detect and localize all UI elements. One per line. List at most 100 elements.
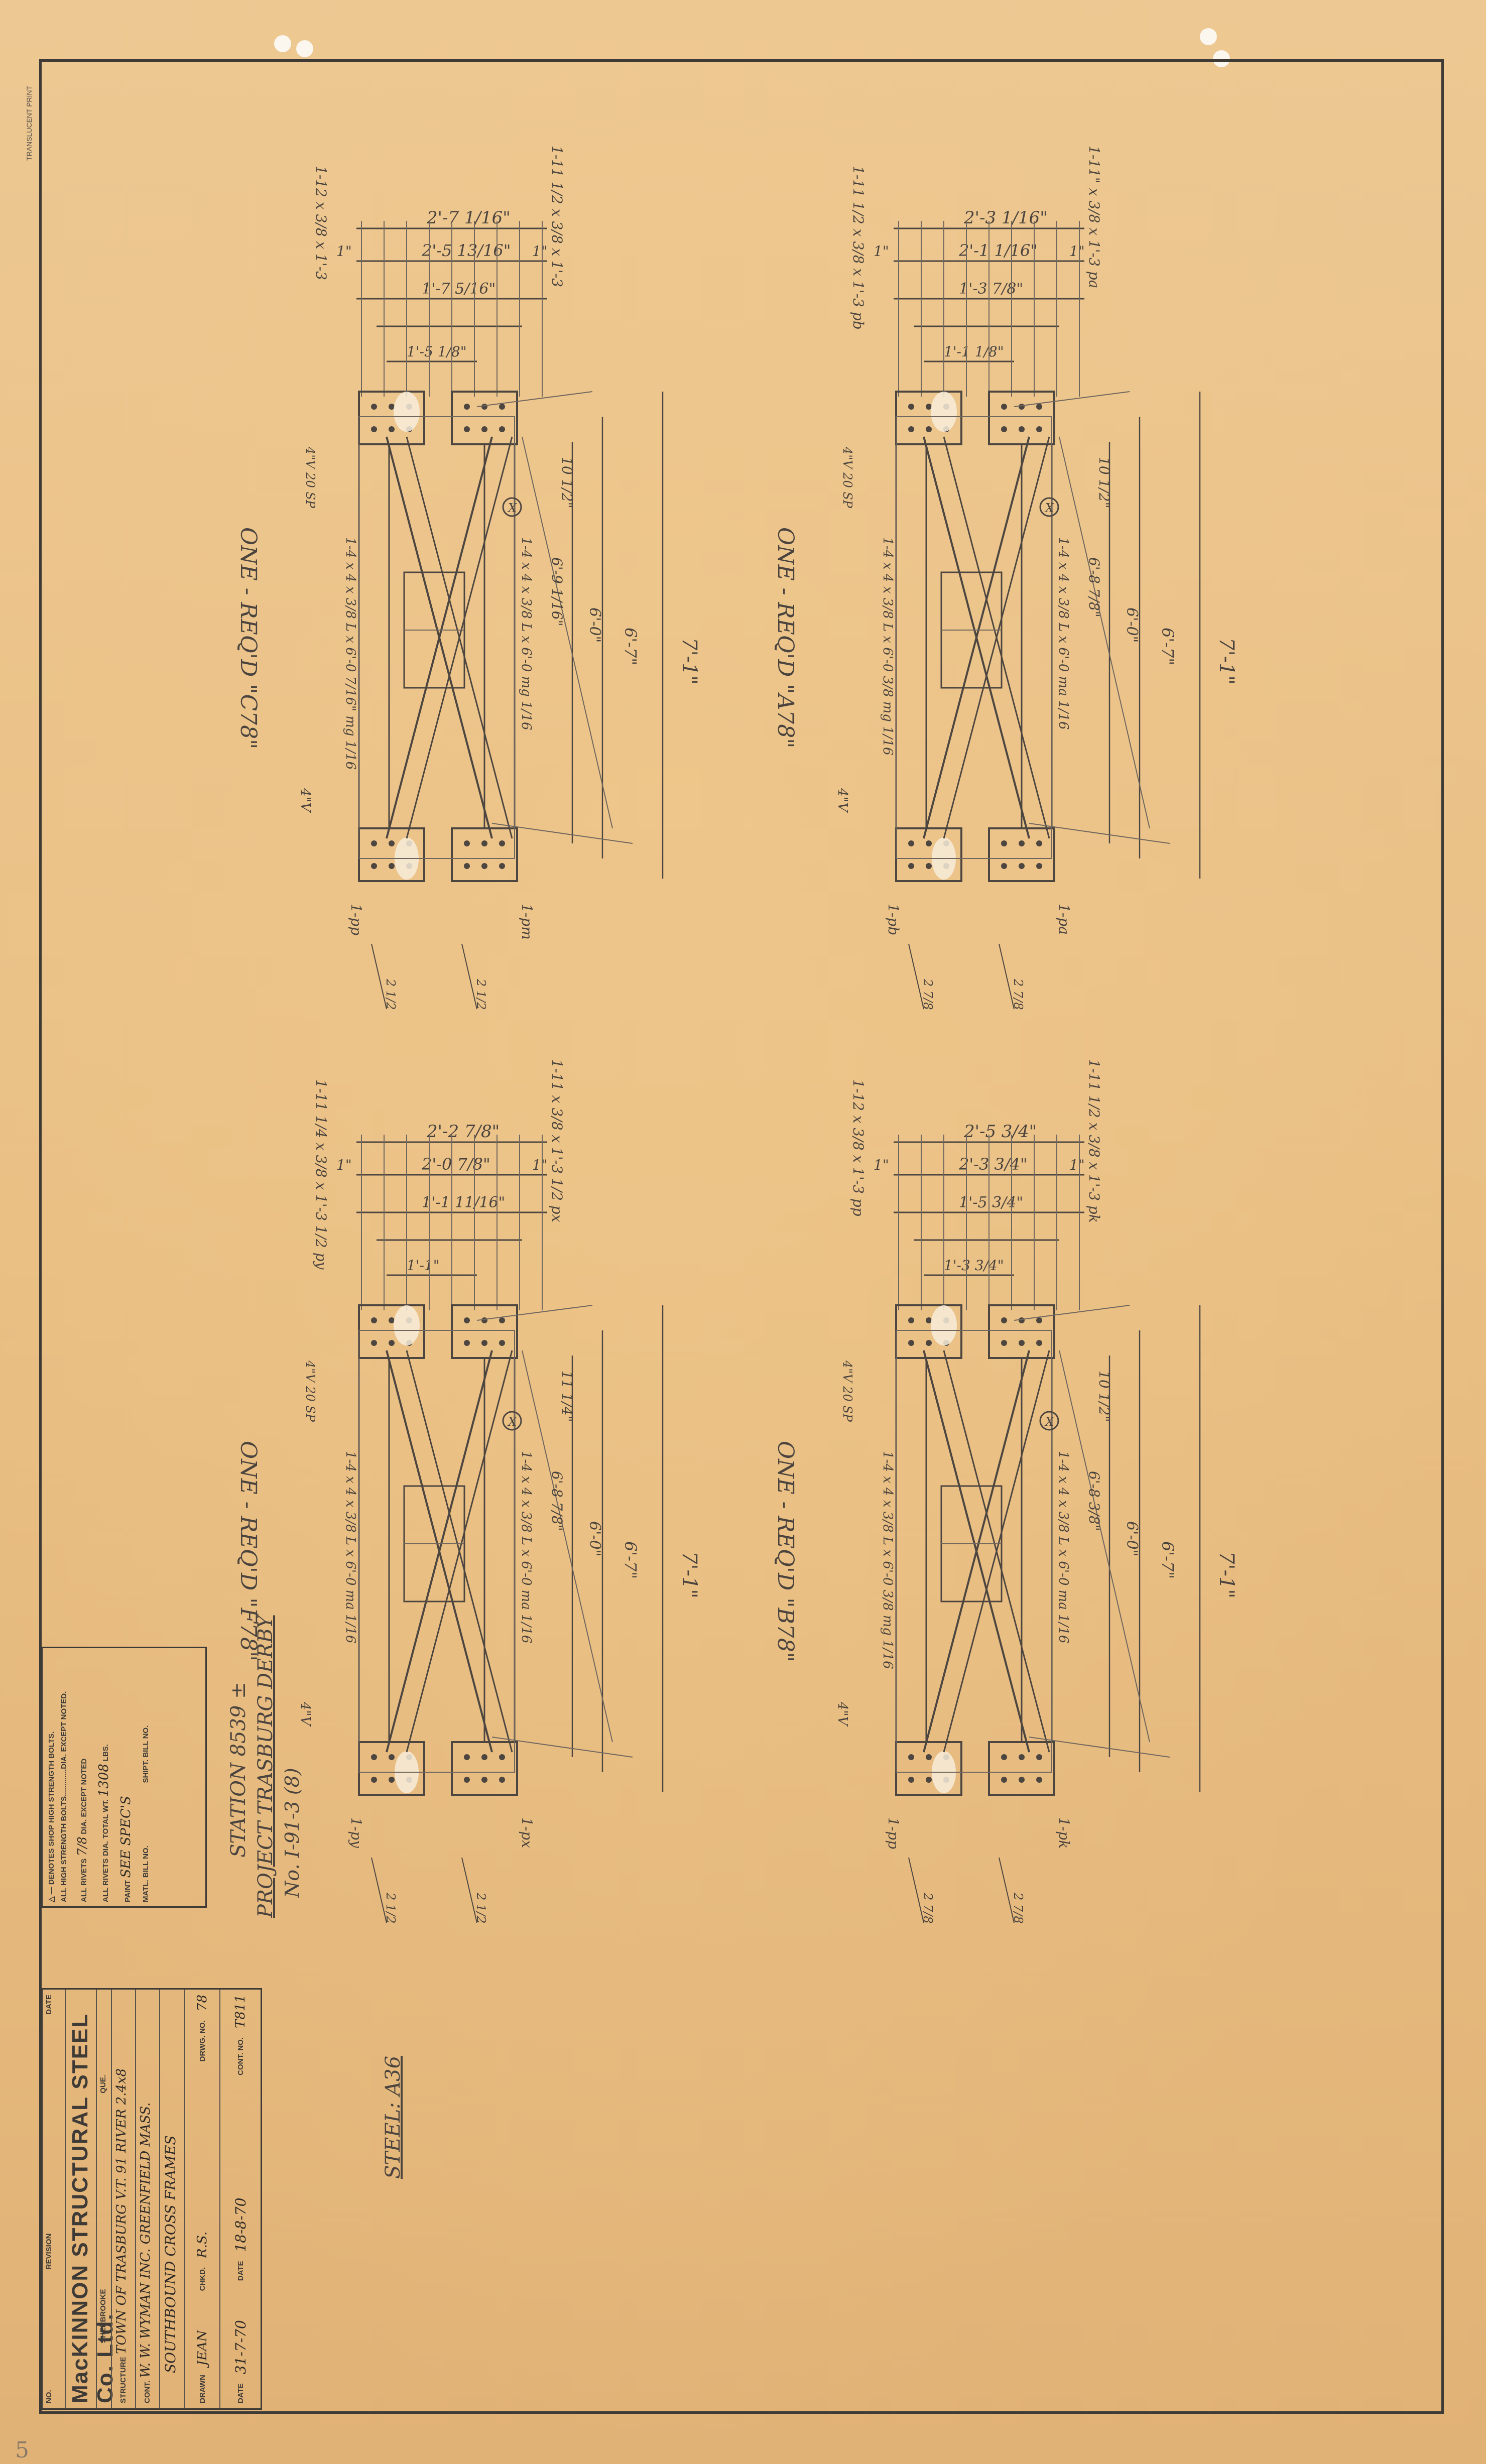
dim-height-c: 6'-8 3/8" [1086, 1471, 1102, 1531]
note-total-wt-value: 1308 [96, 1764, 111, 1797]
callout-left-top: 1-11 1/4 x 3/8 x 1'-3 1/2 py [313, 1079, 329, 1270]
dim-inner: 2'-1 1/16" [958, 241, 1038, 260]
dim-edge-right: 1" [1069, 1157, 1085, 1173]
chkd-label: CHKD. [198, 2267, 207, 2291]
dim-height-b: 6'-0" [586, 607, 603, 643]
frame-label: ONE - REQ'D "F78" [235, 1441, 261, 1661]
callout-left-top: 1-12 x 3/8 x 1'-3 [313, 166, 329, 280]
dim-total-height: 7'-1" [678, 638, 701, 685]
note-rivets2-dia: DIA. [101, 1841, 110, 1857]
punch-hole [1200, 28, 1217, 45]
frame-label: ONE - REQ'D "C78" [235, 527, 261, 749]
callout-right-top: 1-11 1/2 x 3/8 x 1'-3 pk [1086, 1059, 1102, 1223]
dim-height-d: 10 1/2" [1096, 457, 1112, 508]
contno-value: T811 [233, 1995, 248, 2028]
callout-left-top: 1-12 x 3/8 x 1'-3 pp [850, 1079, 866, 1216]
dim-overall: 2'-5 3/4" [963, 1122, 1037, 1142]
weld-marker: X [1044, 1415, 1054, 1429]
dim-height-d: 10 1/2" [1096, 1371, 1112, 1422]
dim-center: 1'-5 1/8" [407, 343, 467, 360]
note-total-wt-label: TOTAL WT. [101, 1799, 110, 1839]
note-paint-value: SEE SPEC'S [118, 1796, 134, 1878]
structure-value: TOWN OF TRASBURG V.T. 91 RIVER 2.4x8 [114, 2068, 129, 2354]
dim-inner: 2'-3 3/4" [958, 1155, 1028, 1174]
bolt-note: 4"V [835, 1701, 850, 1727]
note-total-wt-unit: LBS. [101, 1744, 110, 1762]
note-rivets-value: 7/8 [75, 1836, 89, 1857]
subject: SOUTHBOUND CROSS FRAMES [162, 2135, 179, 2373]
dim-height-d: 10 1/2" [559, 457, 575, 508]
cont-label: CONT. [143, 2381, 152, 2403]
tb-date-label: DATE [45, 1995, 53, 2015]
cross-frame-c78: 2'-7 1/16"2'-5 13/16"1"1"1'-7 5/16"1'-5 … [235, 146, 701, 1010]
callout-right-top: 1-11 x 3/8 x 1'-3 1/2 px [549, 1059, 565, 1222]
bolt-note: 4"V [298, 788, 313, 813]
drwg-value: 78 [195, 1995, 210, 2012]
dim-height-c: 6'-9 1/16" [549, 557, 565, 626]
dim-edge-right: 1" [1069, 243, 1085, 260]
dim-total-height: 7'-1" [678, 1551, 701, 1598]
plate-callout-right: 1-pa [1056, 904, 1072, 935]
title-block: NO. REVISION DATE MacKINNON STRUCTURAL S… [41, 1988, 262, 2410]
project-note: PROJECT TRASBURG DERBY [254, 1615, 277, 1918]
note-shipt-bill: SHIPT. BILL NO. [142, 1725, 150, 1783]
cross-frame-f78: 2'-2 7/8"2'-0 7/8"1"1"1'-1 11/16"1'-1"7'… [235, 1059, 701, 1924]
company-city: SHERBROOKE [99, 2289, 107, 2343]
dim-total-height: 7'-1" [1215, 1551, 1238, 1598]
callout-diagonal-b: 1-4 x 4 x 3/8 L x 6'-0 ma 1/16 [1056, 537, 1071, 729]
dim-edge-right: 1" [532, 1157, 548, 1173]
date-label: DATE [236, 2383, 245, 2403]
dim-height-a: 6'-7" [1158, 628, 1177, 665]
callout-diagonal-a: 1-4 x 4 x 3/8 L x 6'-0 3/8 mg 1/16 [880, 1451, 895, 1669]
dim-center: 1'-1 1/8" [944, 343, 1004, 360]
drawn-label: DRAWN [198, 2375, 207, 2403]
dim-center: 1'-1" [407, 1257, 440, 1274]
bolt-note: 4"V [298, 1701, 313, 1727]
dim-edge-left: 1" [874, 243, 889, 260]
bolt-note-b: 4"V 20 SP [840, 1360, 854, 1422]
dim-edge-left: 1" [874, 1157, 889, 1173]
note-rivets-label: ALL RIVETS [80, 1858, 88, 1902]
tb-revision-label: REVISION [45, 2233, 53, 2270]
note-hs-bolts: ALL HIGH STRENGTH BOLTS.............DIA.… [60, 1691, 68, 1902]
corner-mark: 5 [15, 2437, 29, 2463]
punch-hole [274, 35, 291, 52]
callout-right-top: 1-11 1/2 x 3/8 x 1'-3 [549, 146, 565, 287]
tb-no-label: NO. [45, 2390, 53, 2403]
structure-label: STRUCTURE [119, 2357, 128, 2404]
chkd-value: R.S. [195, 2231, 210, 2258]
callout-diagonal-b: 1-4 x 4 x 3/8 L x 6'-0 ma 1/16 [519, 1451, 534, 1643]
callout-diagonal-b: 1-4 x 4 x 3/8 L x 6'-0 ma 1/16 [1056, 1451, 1071, 1643]
dim-height-d: 11 1/4" [559, 1371, 575, 1422]
plate-callout-left: 1-pb [885, 904, 902, 935]
dim-height-a: 6'-7" [621, 1541, 640, 1579]
cross-frame-a78: 2'-3 1/16"2'-1 1/16"1"1"1'-3 7/8"1'-1 1/… [773, 146, 1238, 1010]
plate-callout-right: 1-pm [519, 904, 535, 940]
note-paint-label: PAINT [123, 1880, 132, 1902]
cont-value: W. W. WYMAN INC. GREENFIELD MASS. [138, 2102, 153, 2378]
bolt-note-b: 4"V 20 SP [303, 1360, 317, 1422]
note-rivets-tail: DIA. EXCEPT NOTED [80, 1758, 88, 1834]
station-note: STATION 8539 ± [227, 1682, 250, 1858]
callout-diagonal-a: 1-4 x 4 x 3/8 L x 6'-0 ma 1/16 [343, 1451, 358, 1643]
dim-mid: 1'-1 11/16" [422, 1194, 505, 1211]
drawing-border [39, 59, 1444, 2414]
dim-height-a: 6'-7" [1158, 1541, 1177, 1579]
frame-label: ONE - REQ'D "A78" [773, 527, 798, 748]
drwg-label: DRWG. NO. [198, 2020, 207, 2062]
callout-diagonal-a: 1-4 x 4 x 3/8 L x 6'-0 7/16" mg 1/16 [343, 537, 358, 770]
note-matl-bill: MATL. BILL NO. [142, 1845, 150, 1902]
dim-edge-left: 1" [336, 243, 352, 260]
project-number: No. I-91-3 (8) [281, 1768, 303, 1898]
dim-height-a: 6'-7" [621, 628, 640, 665]
dim-height-c: 6'-8 7/8" [549, 1471, 565, 1531]
frame-label: ONE - REQ'D "B78" [773, 1441, 798, 1662]
bolt-note-b: 4"V 20 SP [840, 446, 854, 509]
weld-marker: X [507, 501, 517, 515]
notes-block: △ — DENOTES SHOP HIGH STRENGTH BOLTS. AL… [41, 1647, 207, 1908]
date2-value: 18-8-70 [232, 2197, 249, 2252]
plate-callout-left: 1-pp [885, 1817, 902, 1849]
dim-height-b: 6'-0" [1123, 1521, 1141, 1556]
date2-label: DATE [236, 2261, 245, 2281]
